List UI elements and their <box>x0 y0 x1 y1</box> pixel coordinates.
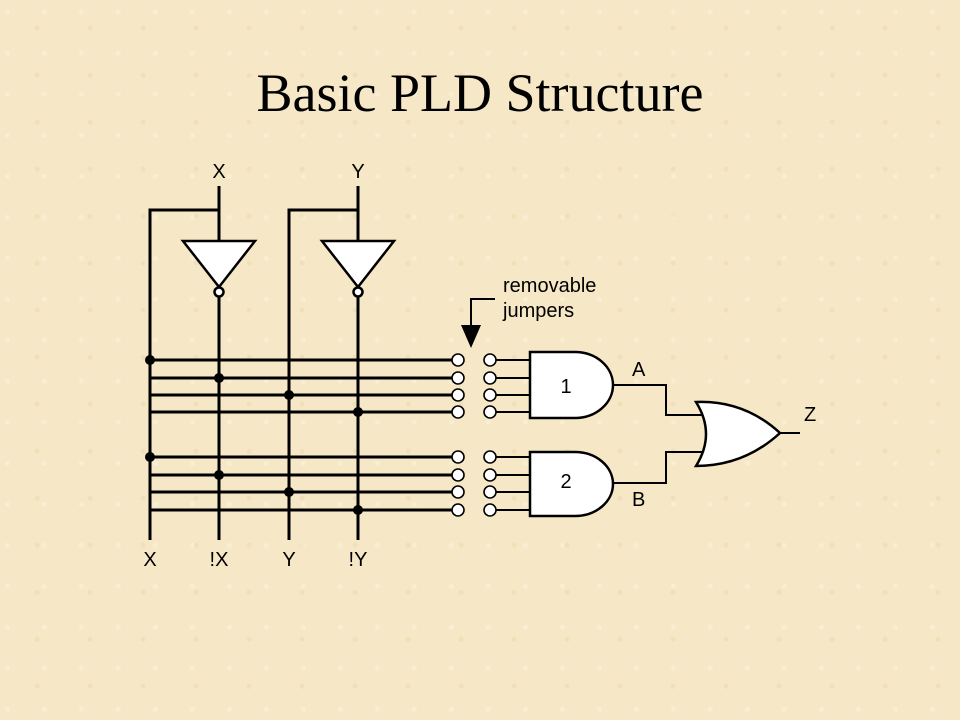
and-to-or-wires <box>613 384 705 484</box>
connection-dots <box>145 355 363 515</box>
or-gate <box>693 400 782 468</box>
jumpers-annotation-line2: jumpers <box>502 300 574 322</box>
signal-z-label: Z <box>804 404 816 426</box>
slide-title: Basic PLD Structure <box>256 63 704 123</box>
bus-y-label: Y <box>282 549 295 571</box>
input-x-label: X <box>212 161 225 183</box>
inverter-x <box>180 239 258 298</box>
signal-a-label: A <box>632 359 646 381</box>
gate-input-wires <box>496 359 530 511</box>
and-gate-2 <box>528 450 615 518</box>
input-y-label: Y <box>351 161 364 183</box>
signal-b-label: B <box>632 489 645 511</box>
jumpers-arrow <box>461 298 495 348</box>
and-gate-1-label: 1 <box>560 376 571 398</box>
and-gate-2-label: 2 <box>560 471 571 493</box>
product-lines <box>150 358 452 512</box>
and-gate-1 <box>528 350 615 420</box>
bus-x-label: X <box>143 549 156 571</box>
bus-not-y-label: !Y <box>349 549 368 571</box>
input-wiring <box>148 186 360 540</box>
jumpers-annotation-line1: removable <box>503 275 596 297</box>
bus-not-x-label: !X <box>210 549 229 571</box>
inverter-y <box>319 239 397 298</box>
removable-jumpers <box>451 353 497 517</box>
